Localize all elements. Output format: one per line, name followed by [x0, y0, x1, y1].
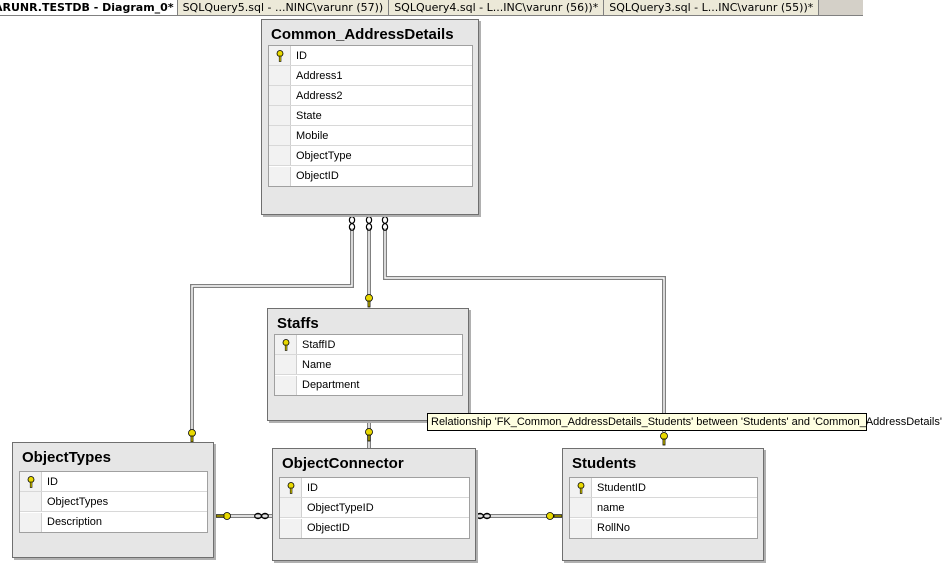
column-grid: ID ObjectTypes Description	[19, 471, 208, 533]
row-selector	[269, 146, 291, 165]
row-selector	[570, 518, 592, 538]
column-name: StudentID	[597, 481, 646, 494]
column-grid: StudentID name RollNo	[569, 477, 758, 539]
tab-sqlquery5[interactable]: SQLQuery5.sql - ...NINC\varunr (57))	[177, 0, 390, 15]
row-selector	[275, 355, 297, 374]
row-selector	[275, 375, 297, 395]
tab-sqlquery3[interactable]: SQLQuery3.sql - L...INC\varunr (55))*	[604, 0, 820, 15]
column-name: ID	[296, 49, 307, 62]
row-selector	[269, 106, 291, 125]
primary-key-icon	[275, 335, 297, 354]
column-row[interactable]: StaffID	[275, 335, 462, 355]
row-selector	[570, 498, 592, 517]
table-objecttypes[interactable]: ObjectTypes ID ObjectTypes Description	[12, 442, 214, 558]
primary-key-icon	[280, 478, 302, 497]
many-end-icon	[254, 216, 491, 520]
row-selector	[280, 518, 302, 538]
row-selector	[280, 498, 302, 517]
tab-sqlquery4[interactable]: SQLQuery4.sql - L...INC\varunr (56))*	[389, 0, 605, 15]
column-row[interactable]: Name	[275, 355, 462, 375]
relationship-lines	[188, 216, 668, 520]
column-name: ID	[47, 475, 58, 488]
column-row[interactable]: StudentID	[570, 478, 757, 498]
column-name: ObjectID	[296, 170, 339, 182]
column-name: Name	[302, 358, 332, 371]
column-name: Department	[302, 379, 360, 391]
column-row[interactable]: ID	[269, 46, 472, 66]
column-name: State	[296, 109, 322, 122]
column-row[interactable]: ObjectID	[280, 518, 469, 538]
table-students[interactable]: Students StudentID name RollNo	[562, 448, 764, 561]
table-staffs[interactable]: Staffs StaffID Name Department	[267, 308, 469, 421]
table-title: ObjectConnector	[282, 455, 404, 472]
column-name: Address2	[296, 89, 343, 102]
column-name: ID	[307, 481, 318, 494]
column-row[interactable]: State	[269, 106, 472, 126]
table-title: Staffs	[277, 315, 319, 332]
column-grid: ID Address1 Address2 State Mobile Object…	[268, 45, 473, 187]
primary-key-icon	[570, 478, 592, 497]
table-objectconnector[interactable]: ObjectConnector ID ObjectTypeID ObjectID	[272, 448, 476, 561]
row-selector	[269, 126, 291, 145]
column-row[interactable]: name	[570, 498, 757, 518]
row-selector	[20, 512, 42, 532]
column-grid: StaffID Name Department	[274, 334, 463, 396]
column-name: ObjectType	[296, 149, 352, 162]
column-row[interactable]: ObjectTypeID	[280, 498, 469, 518]
column-name: RollNo	[597, 522, 631, 534]
table-title: Common_AddressDetails	[271, 26, 454, 43]
column-name: Address1	[296, 69, 343, 82]
row-selector	[269, 66, 291, 85]
primary-key-icon	[269, 46, 291, 65]
table-title: ObjectTypes	[22, 449, 111, 466]
row-selector	[20, 492, 42, 511]
column-row[interactable]: ID	[20, 472, 207, 492]
column-name: ObjectTypes	[47, 495, 109, 508]
key-end-icon	[188, 294, 668, 520]
column-name: Mobile	[296, 129, 329, 142]
column-row[interactable]: RollNo	[570, 518, 757, 538]
relationship-tooltip: Relationship 'FK_Common_AddressDetails_S…	[427, 413, 942, 431]
column-name: StaffID	[302, 338, 336, 351]
row-selector	[269, 166, 291, 186]
row-selector	[269, 86, 291, 105]
column-name: Description	[47, 516, 103, 528]
column-name: ObjectID	[307, 522, 350, 534]
relationship-address-objecttypes[interactable]	[190, 228, 354, 430]
table-title: Students	[572, 455, 637, 472]
column-row[interactable]: ObjectID	[269, 166, 472, 186]
primary-key-icon	[20, 472, 42, 491]
relationship-address-students[interactable]	[383, 228, 666, 432]
column-row[interactable]: ID	[280, 478, 469, 498]
tab-diagram[interactable]: ARUNR.TESTDB - Diagram_0*	[0, 0, 178, 15]
column-row[interactable]: Description	[20, 512, 207, 532]
column-grid: ID ObjectTypeID ObjectID	[279, 477, 470, 539]
column-row[interactable]: Mobile	[269, 126, 472, 146]
column-row[interactable]: Address1	[269, 66, 472, 86]
column-row[interactable]: ObjectType	[269, 146, 472, 166]
column-name: ObjectTypeID	[307, 501, 374, 514]
table-common-addressdetails[interactable]: Common_AddressDetails ID Address1 Addres…	[261, 19, 479, 215]
column-row[interactable]: Address2	[269, 86, 472, 106]
column-name: name	[597, 501, 625, 514]
column-row[interactable]: Department	[275, 375, 462, 395]
column-row[interactable]: ObjectTypes	[20, 492, 207, 512]
document-tab-strip: ARUNR.TESTDB - Diagram_0* SQLQuery5.sql …	[0, 0, 863, 16]
